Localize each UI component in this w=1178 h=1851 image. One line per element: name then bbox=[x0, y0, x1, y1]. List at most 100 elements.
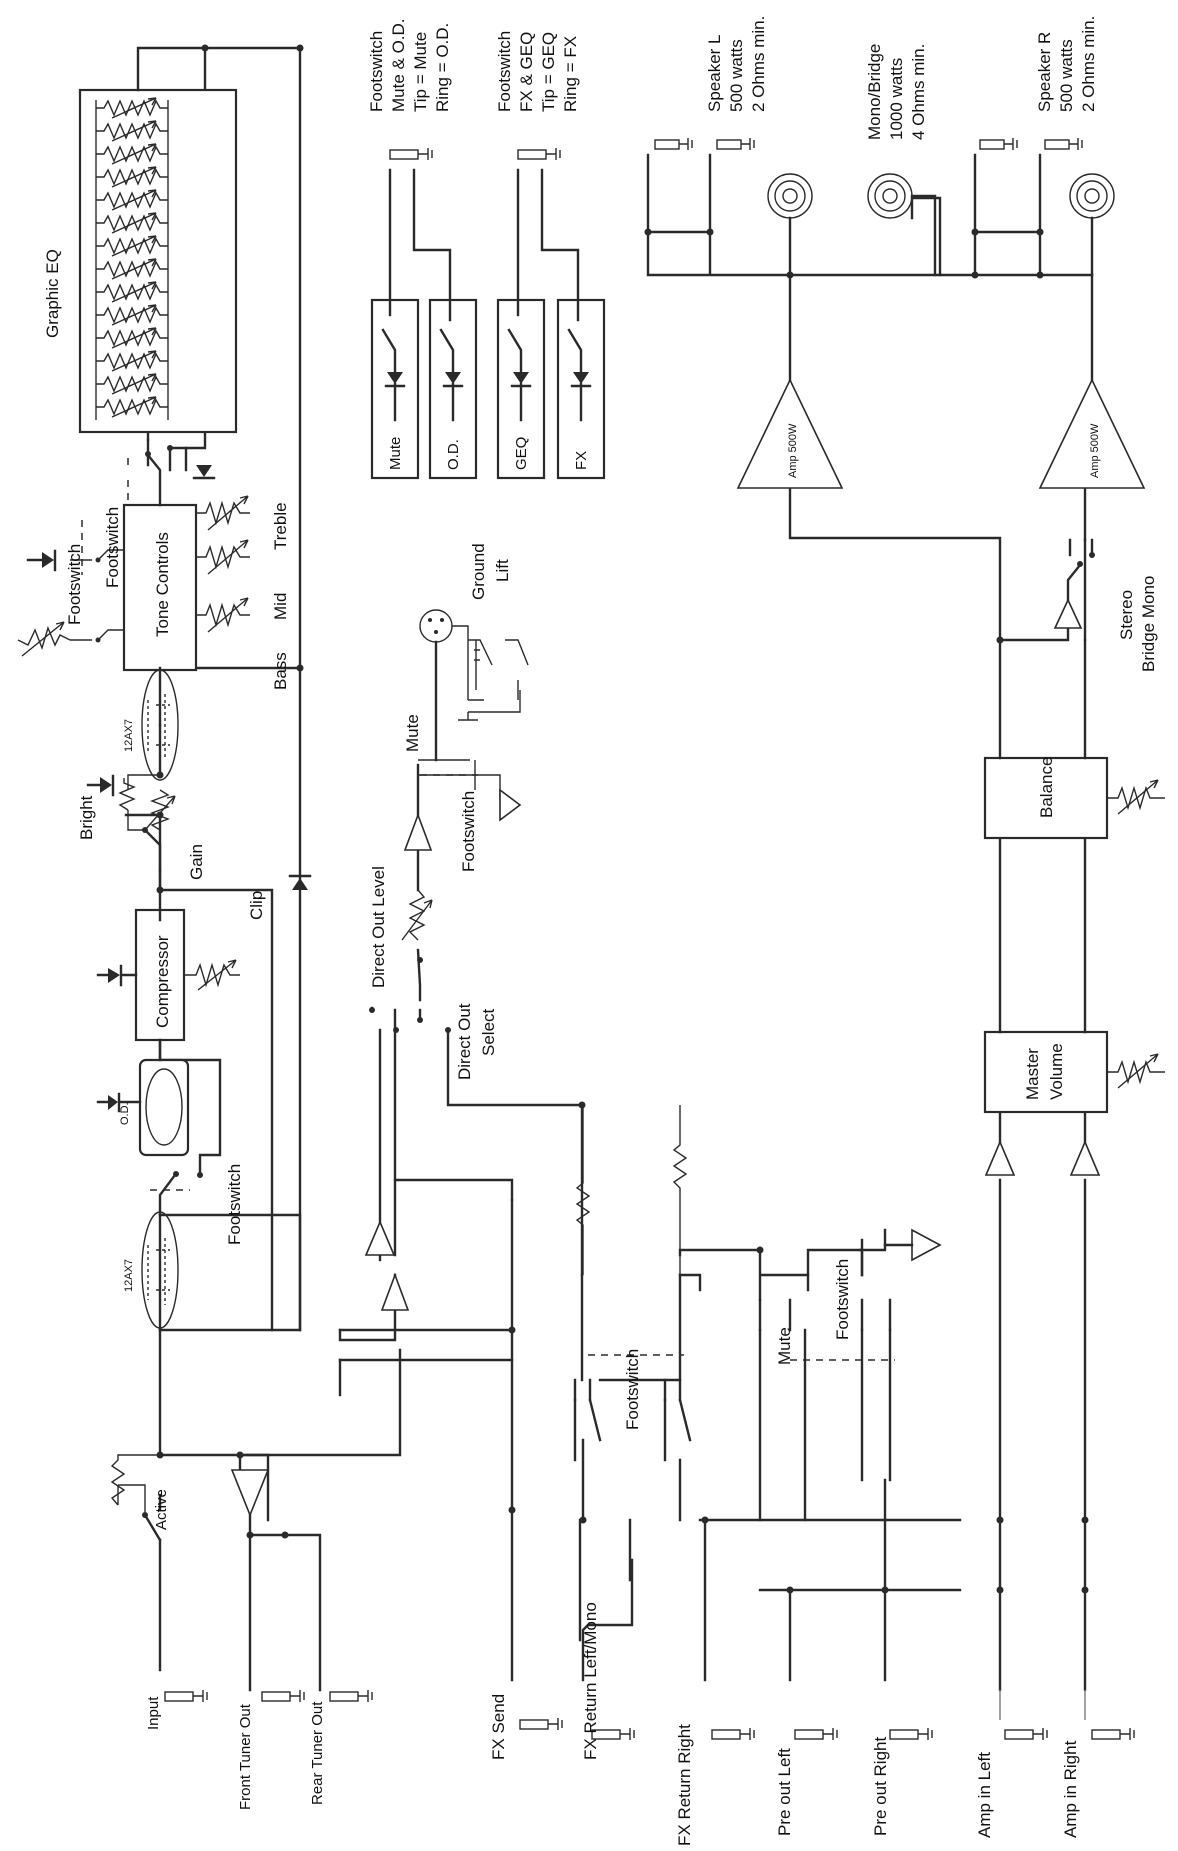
fx-loop-section bbox=[338, 1028, 962, 1682]
label-footswitch-fx-return: Footswitch bbox=[623, 1349, 642, 1430]
label-fx-send: FX Send bbox=[489, 1694, 508, 1760]
fx-return-right-jack bbox=[711, 1728, 755, 1740]
eq-band-arrow-icon bbox=[111, 189, 157, 211]
label-treble: Treble bbox=[271, 502, 290, 550]
indicator-led-icon bbox=[513, 372, 529, 384]
eq-band-arrow-icon bbox=[111, 235, 157, 257]
eq-band-arrow-icon bbox=[111, 281, 157, 303]
eq-band-pot-icon bbox=[96, 99, 168, 117]
indicator-switch-line bbox=[439, 328, 464, 422]
pre-out-right-jack bbox=[889, 1728, 933, 1740]
label-lift: Lift bbox=[493, 559, 512, 582]
label-fs-mute-od-4: Ring = O.D. bbox=[433, 23, 452, 112]
indicator-switch-line bbox=[567, 328, 592, 422]
svg-text:Mute: Mute bbox=[387, 437, 404, 470]
eq-band-arrow-icon bbox=[111, 350, 157, 372]
eq-band-pot-icon bbox=[96, 237, 168, 255]
rear-tuner-out-jack bbox=[329, 1690, 373, 1702]
label-amp-in-right: Amp in Right bbox=[1061, 1740, 1080, 1838]
label-speaker-r-3: 2 Ohms min. bbox=[1079, 16, 1098, 112]
label-speaker-l-1: Speaker L bbox=[705, 35, 724, 113]
svg-text:GEQ: GEQ bbox=[513, 437, 530, 470]
svg-text:O.D.: O.D. bbox=[445, 439, 462, 470]
svg-text:Volume: Volume bbox=[1047, 1043, 1066, 1100]
eq-band-pot-icon bbox=[96, 329, 168, 347]
footswitch-mute-od-jack bbox=[388, 148, 452, 322]
compressor-led-icon bbox=[96, 964, 138, 987]
eq-band-arrow-icon bbox=[111, 373, 157, 395]
label-direct-out-level: Direct Out Level bbox=[369, 866, 388, 988]
label-bright: Bright bbox=[77, 795, 96, 840]
amp-in-right-jack bbox=[1091, 1728, 1135, 1740]
mid-pot-icon bbox=[196, 539, 250, 575]
svg-text:Balance: Balance bbox=[1037, 757, 1056, 818]
pre-out-ground-triangle bbox=[911, 1228, 942, 1262]
label-mono-bridge-1: Mono/Bridge bbox=[865, 44, 884, 140]
eq-band-pot-icon bbox=[96, 283, 168, 301]
svg-text:FX: FX bbox=[573, 451, 590, 470]
tube-12ax7-upper: 12AX7 bbox=[123, 669, 179, 781]
label-pre-out-right: Pre out Right bbox=[871, 1737, 890, 1836]
label-active: Active bbox=[153, 1489, 170, 1530]
tone-footswitch-led-icon bbox=[26, 549, 57, 572]
direct-out-buffer-1 bbox=[380, 1272, 410, 1311]
indicator-led-icon bbox=[387, 372, 403, 384]
label-fs-mute-od-3: Tip = Mute bbox=[411, 32, 430, 112]
label-rear-tuner-out: Rear Tuner Out bbox=[309, 1701, 326, 1805]
front-tuner-out-jack bbox=[261, 1690, 305, 1702]
label-footswitch-tone: Footswitch bbox=[65, 544, 84, 625]
speaker-l-jacks bbox=[654, 138, 755, 150]
label-footswitch-mute: Footswitch bbox=[459, 791, 478, 872]
svg-text:12AX7: 12AX7 bbox=[123, 1259, 135, 1292]
amp-in-left-buffer bbox=[984, 1139, 1016, 1176]
indicator-led-icon bbox=[445, 372, 461, 384]
master-volume-pot-icon bbox=[1107, 1053, 1165, 1089]
svg-text:Master: Master bbox=[1023, 1048, 1042, 1100]
label-mono-bridge-3: 4 Ohms min. bbox=[909, 44, 928, 140]
eq-band-arrow-icon bbox=[111, 143, 157, 165]
eq-band-pot-icon bbox=[96, 260, 168, 278]
label-mute-pre-out: Mute bbox=[775, 1327, 794, 1365]
eq-band-pot-icon bbox=[96, 191, 168, 209]
fx-return-resistor-right bbox=[672, 1105, 688, 1275]
speakon-left bbox=[767, 173, 813, 219]
indicator-switch-line bbox=[381, 328, 406, 422]
fx-send-jack bbox=[519, 1718, 563, 1730]
label-speaker-r-2: 500 watts bbox=[1057, 39, 1076, 112]
master-volume-block bbox=[983, 1030, 1109, 1114]
balance-block bbox=[983, 756, 1109, 840]
label-graphic-eq: Graphic EQ bbox=[43, 249, 62, 338]
label-ground: Ground bbox=[469, 543, 488, 600]
input-jack bbox=[164, 1690, 208, 1702]
balance-pot-icon bbox=[1107, 779, 1165, 815]
eq-led-icon bbox=[192, 465, 216, 480]
label-front-tuner-out: Front Tuner Out bbox=[237, 1703, 254, 1810]
label-fs-fx-geq-4: Ring = FX bbox=[561, 36, 580, 112]
amp-in-right-buffer bbox=[1069, 1139, 1101, 1176]
direct-out-level-pot-icon bbox=[401, 889, 433, 941]
amp-in-left-jack bbox=[1004, 1728, 1048, 1740]
bottom-jacks bbox=[164, 1690, 1135, 1740]
compressor-pot-icon bbox=[184, 959, 240, 991]
label-fs-fx-geq-2: FX & GEQ bbox=[517, 32, 536, 112]
label-amp-in-left: Amp in Left bbox=[975, 1752, 994, 1838]
direct-out-section bbox=[338, 609, 529, 1397]
eq-band-arrow-icon bbox=[111, 396, 157, 418]
label-mid: Mid bbox=[271, 593, 290, 620]
bright-pot-icon bbox=[118, 778, 136, 811]
eq-band-arrow-icon bbox=[111, 212, 157, 234]
treble-pot-icon bbox=[196, 495, 250, 531]
eq-band-pot-icon bbox=[96, 352, 168, 370]
label-fs-mute-od-2: Mute & O.D. bbox=[389, 18, 408, 112]
tuner-buffer-triangle bbox=[230, 1469, 270, 1518]
tube-12ax7-lower: 12AX7 bbox=[123, 1211, 179, 1329]
power-amp-section: Master Volume Balance Amp 500W Amp 500W bbox=[644, 138, 1165, 1720]
bass-pot-icon bbox=[196, 597, 250, 633]
graphic-eq-block bbox=[78, 88, 238, 434]
speaker-r-jacks bbox=[979, 138, 1083, 150]
eq-band-arrow-icon bbox=[111, 97, 157, 119]
svg-text:Tone Controls: Tone Controls bbox=[153, 532, 172, 637]
gain-pot-icon bbox=[144, 789, 176, 831]
eq-band-pot-icon bbox=[96, 375, 168, 393]
